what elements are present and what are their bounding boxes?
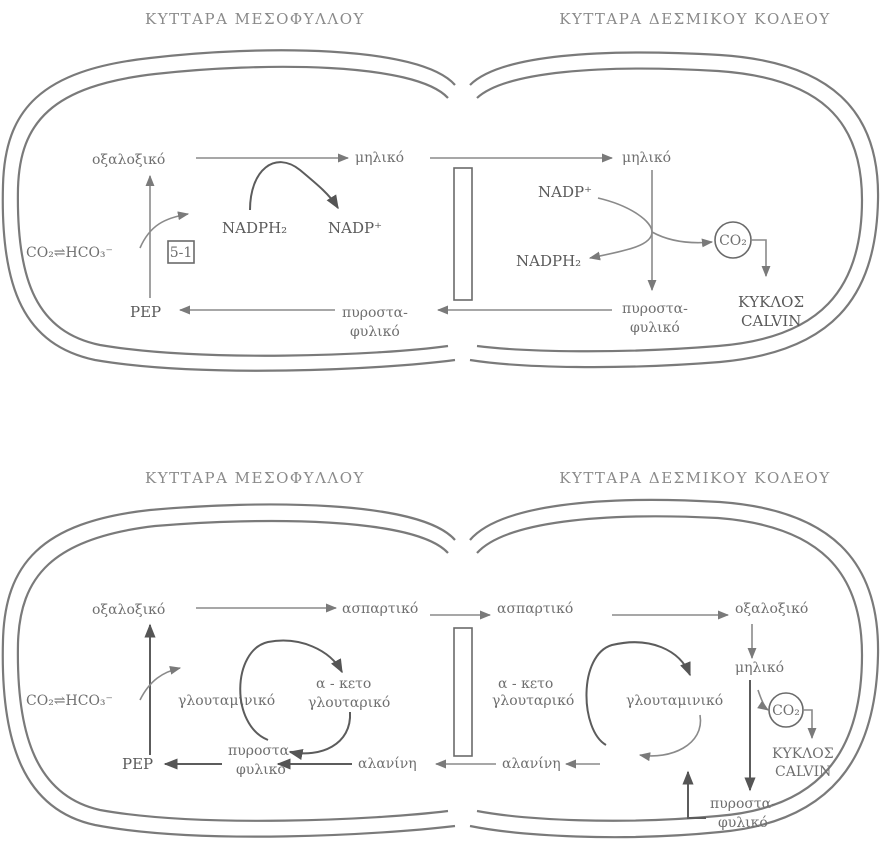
bottom-center-alanine: αλανίνη xyxy=(358,755,417,772)
top-left-pyruvate-2: φυλικό xyxy=(350,324,400,340)
top-title-mesophyll: ΚΥΤΤΑΡΑ ΜΕΣΟΦΥΛΛΟΥ xyxy=(145,10,365,28)
bottom-right-ketoglutarate-1: α - κετο xyxy=(498,676,553,692)
top-mesophyll-cell-wall xyxy=(3,50,455,370)
top-center-malate: μηλικό xyxy=(355,150,404,166)
bottom-right-co2: CO₂ xyxy=(772,703,800,719)
bottom-right-calvin-1: ΚΥΚΛΟΣ xyxy=(772,746,834,762)
top-right-malate: μηλικό xyxy=(622,150,671,166)
top-left-pep: PEP xyxy=(130,303,161,321)
top-left-oxaloacetate: οξαλοξικό xyxy=(92,152,165,168)
bottom-left-co2-hco3: CO₂⇌HCO₃⁻ xyxy=(26,693,113,709)
top-left-pyruvate-1: πυροστα- xyxy=(342,305,408,321)
top-right-pyruvate-1: πυροστα- xyxy=(622,301,688,317)
bottom-left-ketoglutarate-1: α - κετο xyxy=(316,676,371,692)
bottom-arrow-co2-to-calvin xyxy=(803,710,812,738)
bottom-left-ketoglutarate-2: γλουταρικό xyxy=(308,695,390,711)
top-arrow-nadp-to-nadph xyxy=(590,198,652,258)
bottom-mesophyll-cell-wall xyxy=(3,504,455,836)
bottom-left-oxaloacetate: οξαλοξικό xyxy=(92,602,165,618)
top-arrow-to-co2 xyxy=(652,232,712,243)
bottom-arrow-co2-carboxylation xyxy=(140,668,180,700)
bottom-right-pyruvate-2: φυλικό xyxy=(718,815,768,831)
bottom-center-aspartate: ασπαρτικό xyxy=(342,601,418,617)
bottom-left-transamination-return xyxy=(290,712,350,753)
bottom-right-calvin-2: CALVIN xyxy=(775,764,831,780)
bottom-left-pyruvate-1: πυροστα- xyxy=(228,743,294,759)
bottom-bundle-sheath-cell-wall xyxy=(470,500,878,837)
bottom-right-glutamate: γλουταμινικό xyxy=(626,693,723,709)
top-right-calvin-1: ΚΥΚΛΟΣ xyxy=(738,293,804,311)
top-left-nadp: NADP⁺ xyxy=(328,219,382,237)
bottom-right-malate: μηλικό xyxy=(735,660,784,676)
top-arrow-co2-to-calvin xyxy=(751,240,766,276)
top-right-nadp: NADP⁺ xyxy=(538,183,592,201)
bottom-left-pep: PEP xyxy=(122,755,153,773)
bottom-right-pyruvate-1: πυροστα- xyxy=(710,796,776,812)
top-arrow-nadph-cycle xyxy=(250,162,338,210)
bottom-title-bundle-sheath: ΚΥΤΤΑΡΑ ΔΕΣΜΙΚΟΥ ΚΟΛΕΟΥ xyxy=(559,469,830,487)
bottom-right-transamination-return xyxy=(640,715,700,756)
top-left-co2-hco3: CO₂⇌HCO₃⁻ xyxy=(26,245,113,261)
top-right-co2: CO₂ xyxy=(719,233,747,249)
top-panel: ΚΥΤΤΑΡΑ ΜΕΣΟΦΥΛΛΟΥ ΚΥΤΤΑΡΑ ΔΕΣΜΙΚΟΥ ΚΟΛΕ… xyxy=(3,10,878,371)
top-enzyme-label: 5-1 xyxy=(170,245,193,261)
top-left-nadph2: NADPH₂ xyxy=(222,219,287,237)
bottom-left-glutamate: γλουταμινικό xyxy=(178,693,275,709)
bottom-right-oxaloacetate: οξαλοξικό xyxy=(735,601,808,617)
bottom-arrow-pyruvate-return xyxy=(688,772,706,818)
bottom-arrow-malate-to-co2 xyxy=(758,690,768,710)
bottom-right-aspartate: ασπαρτικό xyxy=(497,601,573,617)
top-right-nadph2: NADPH₂ xyxy=(516,252,581,270)
top-plasmodesma-channel xyxy=(454,168,472,300)
bottom-mesophyll-cell-inner-wall xyxy=(18,521,448,821)
bottom-plasmodesma-channel xyxy=(454,628,472,756)
top-title-bundle-sheath: ΚΥΤΤΑΡΑ ΔΕΣΜΙΚΟΥ ΚΟΛΕΟΥ xyxy=(559,10,830,28)
bottom-title-mesophyll: ΚΥΤΤΑΡΑ ΜΕΣΟΦΥΛΛΟΥ xyxy=(145,469,365,487)
bottom-right-alanine: αλανίνη xyxy=(502,755,561,772)
bottom-panel: ΚΥΤΤΑΡΑ ΜΕΣΟΦΥΛΛΟΥ ΚΥΤΤΑΡΑ ΔΕΣΜΙΚΟΥ ΚΟΛΕ… xyxy=(3,469,878,837)
top-right-calvin-2: CALVIN xyxy=(741,312,801,330)
top-right-pyruvate-2: φυλικό xyxy=(630,320,680,336)
bottom-right-ketoglutarate-2: γλουταρικό xyxy=(492,693,574,709)
